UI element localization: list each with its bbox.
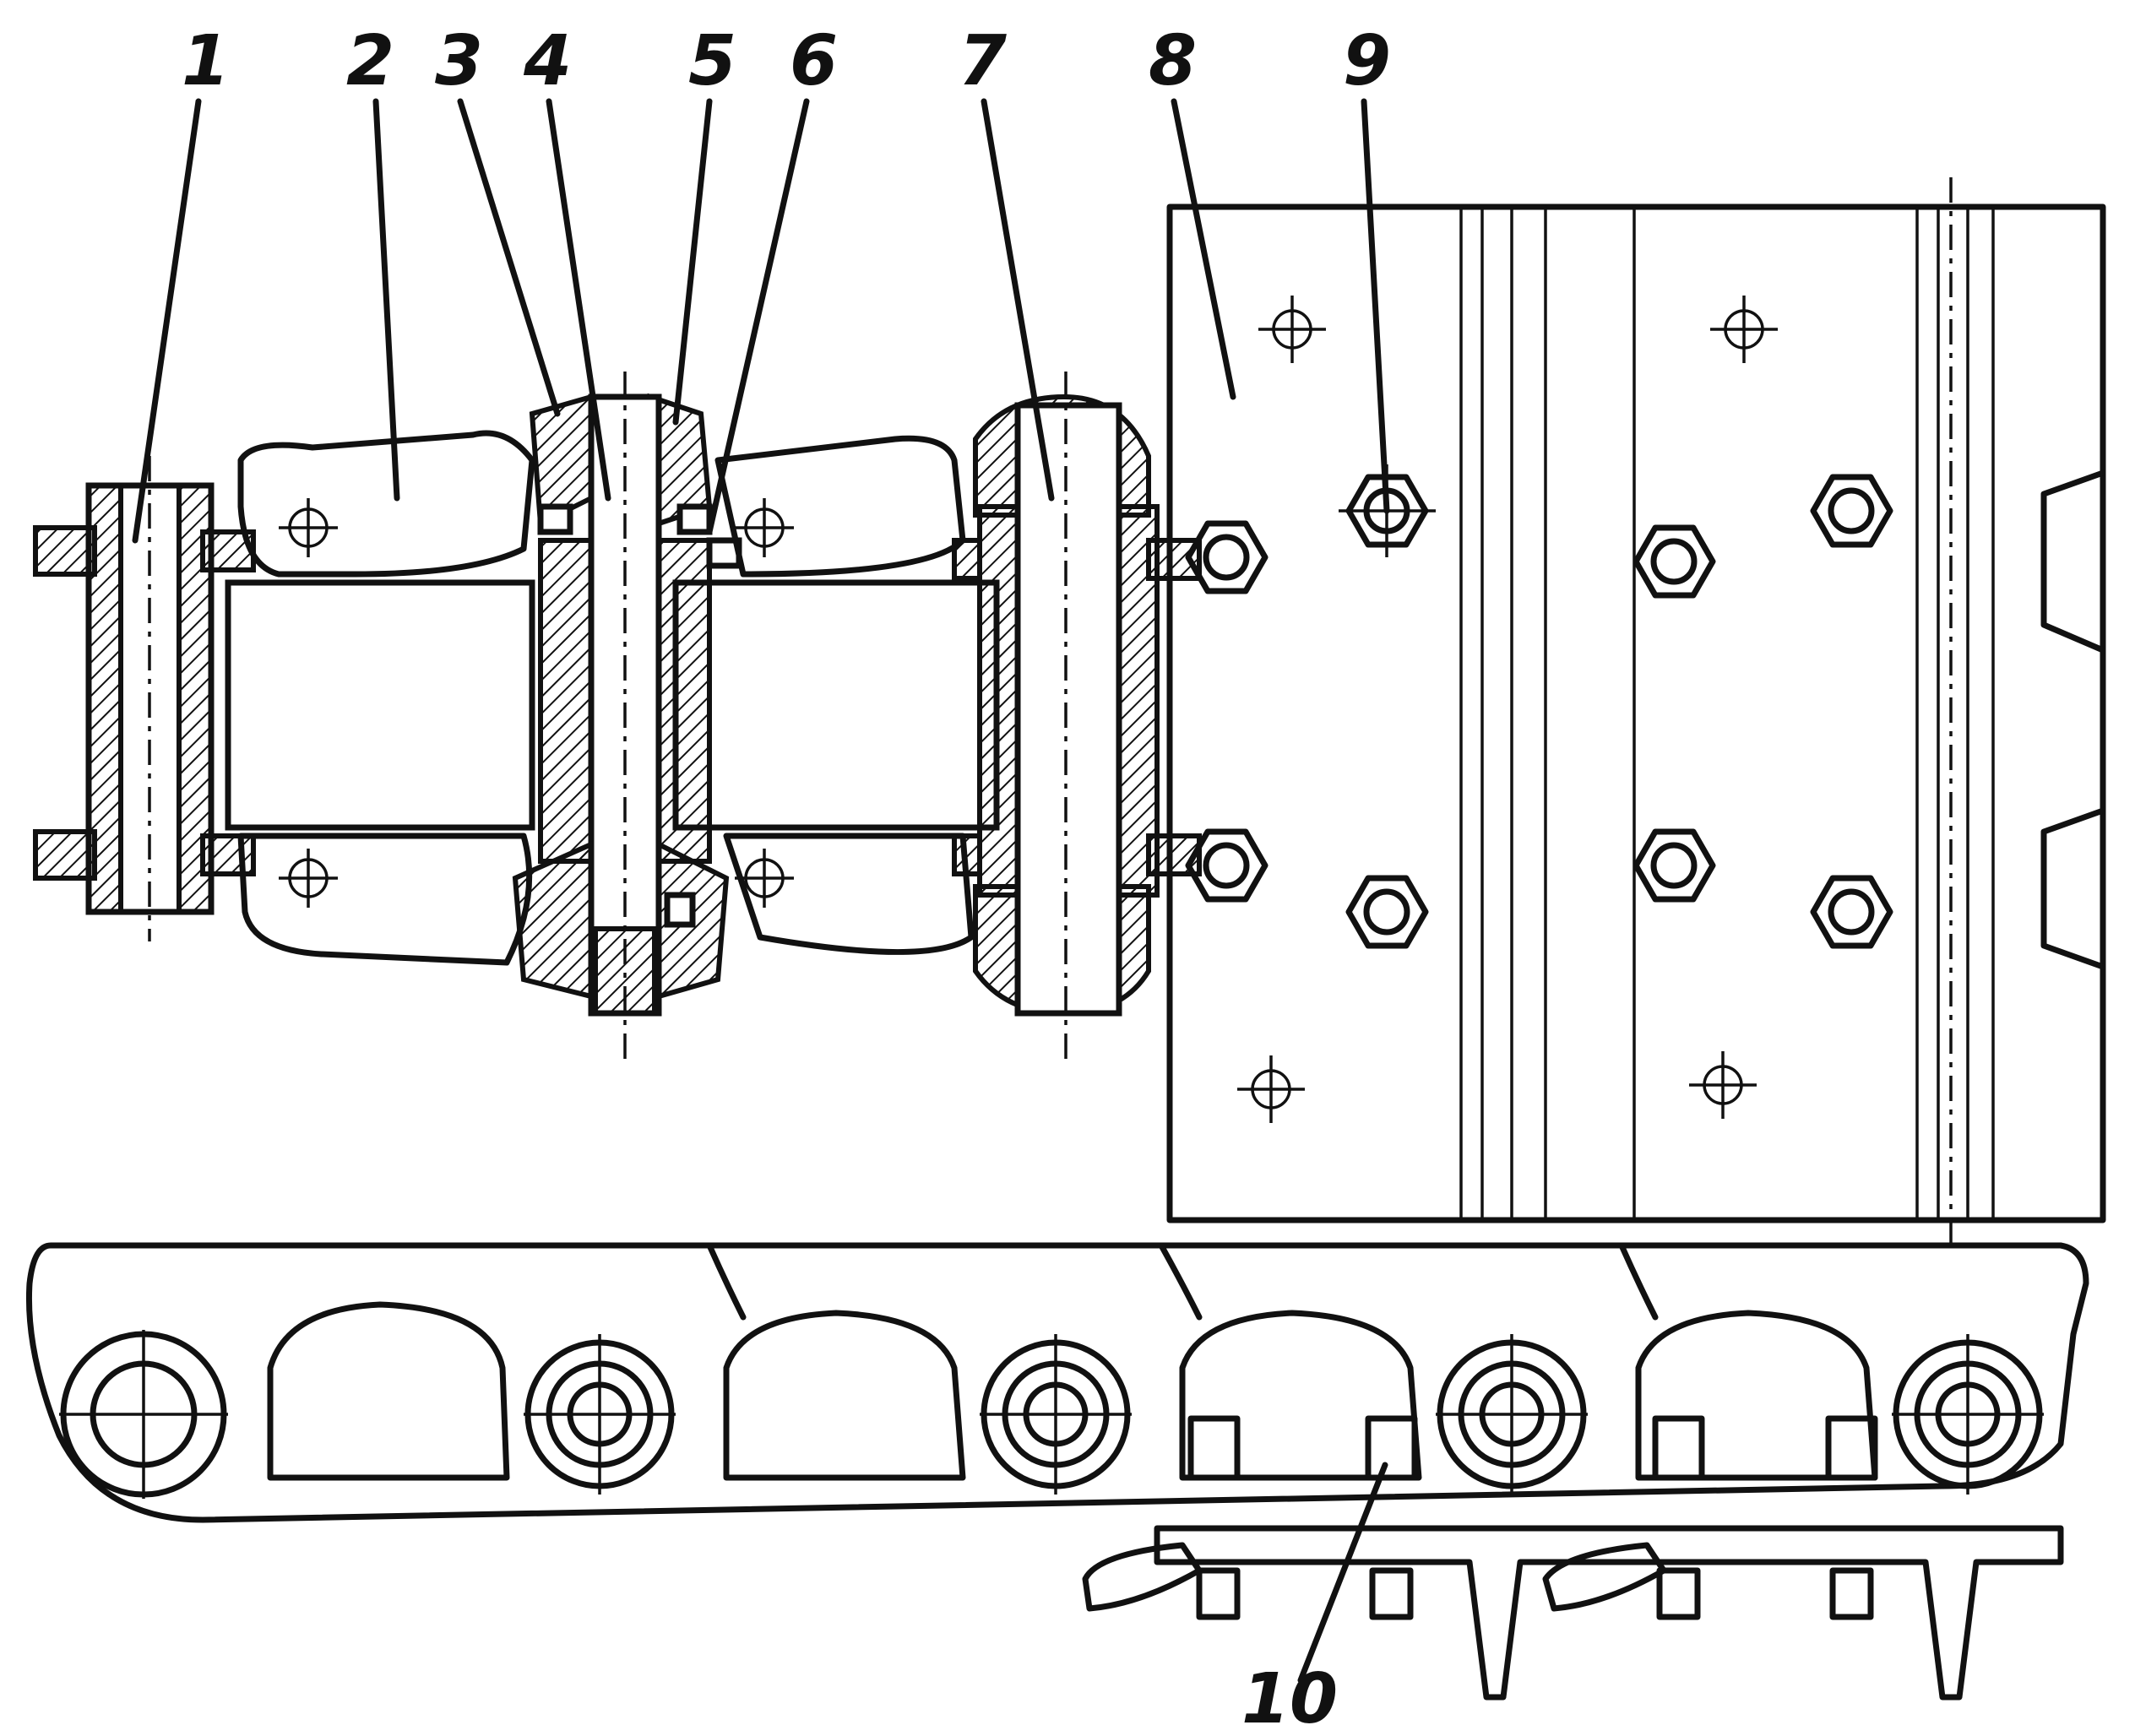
link-plate-upper-right <box>714 435 966 578</box>
shoe-grouser <box>1154 1525 2064 1701</box>
side-view <box>25 1242 2089 1701</box>
label-3: 3 <box>435 21 483 101</box>
track-shoe-plan <box>1166 177 2106 1245</box>
link-windows <box>267 1301 1878 1481</box>
label-5: 5 <box>688 21 736 101</box>
link-plate-upper-left <box>237 430 535 578</box>
pin-1 <box>33 456 215 941</box>
shoe-nuts <box>1187 1415 1878 1620</box>
label-10: 10 <box>1241 1659 1338 1736</box>
link-plate-lower-left <box>237 833 533 966</box>
leader-lines <box>132 98 1390 1684</box>
label-8: 8 <box>1149 21 1197 101</box>
shoe-bolts <box>1185 464 1893 949</box>
label-6: 6 <box>790 21 838 101</box>
pin-7 <box>952 372 1202 1060</box>
link-plate-lower-right <box>723 833 975 955</box>
plate-holes <box>279 498 794 908</box>
bushing-left <box>225 579 535 831</box>
central-joint <box>512 372 742 1060</box>
label-7: 7 <box>959 21 1007 101</box>
label-1: 1 <box>182 21 230 101</box>
shoe-holes <box>1237 296 1778 1123</box>
label-9: 9 <box>1343 21 1391 101</box>
callout-labels: 1 2 3 4 5 6 7 8 9 10 <box>182 21 1391 1736</box>
pin-ends <box>59 1330 2044 1499</box>
label-2: 2 <box>346 21 394 101</box>
bushing-right <box>672 579 1000 831</box>
label-4: 4 <box>523 21 572 101</box>
section-view <box>33 372 1202 1060</box>
